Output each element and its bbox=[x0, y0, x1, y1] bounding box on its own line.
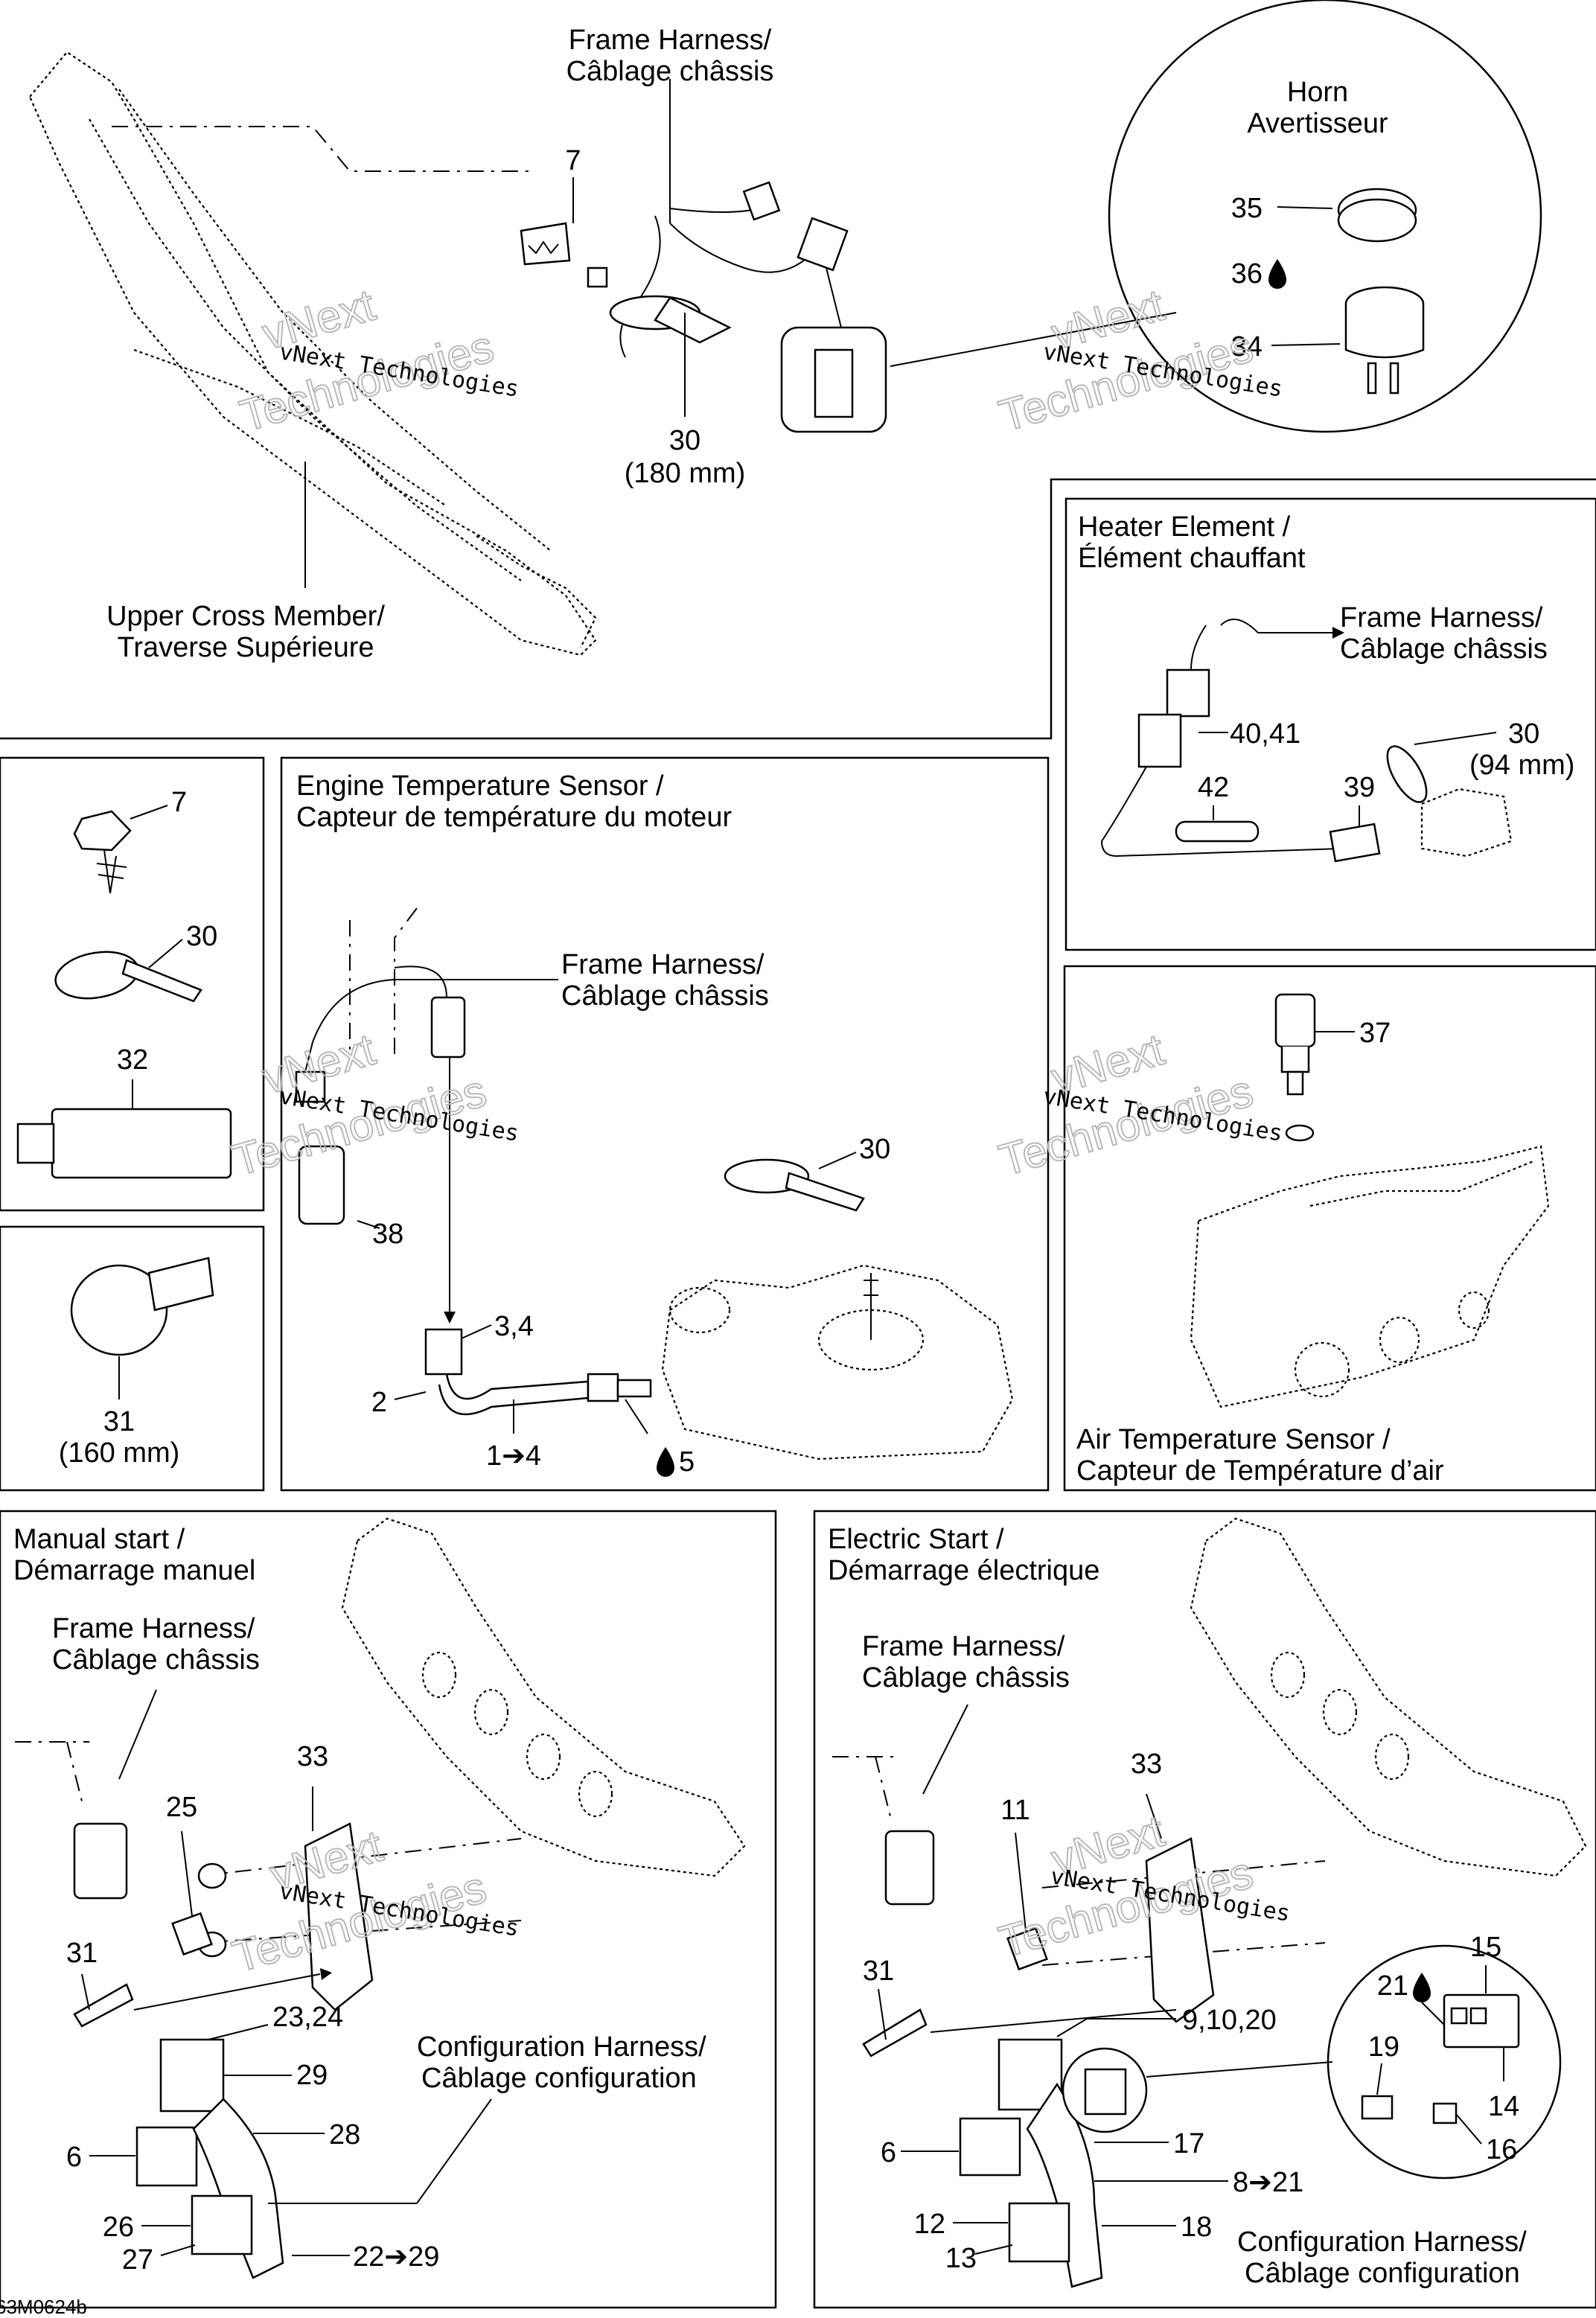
heater-title-1: Heater Element / bbox=[1078, 511, 1291, 543]
callout-15: 15 bbox=[1470, 1932, 1501, 1963]
section-frames bbox=[0, 478, 1596, 2309]
callout-42: 42 bbox=[1198, 772, 1229, 803]
callout-26: 26 bbox=[103, 2212, 134, 2243]
screw-7-top bbox=[520, 222, 608, 288]
callout-27: 27 bbox=[122, 2244, 153, 2276]
callout-31-hardware-size: (160 mm) bbox=[59, 1437, 180, 1469]
callout-40-41: 40,41 bbox=[1230, 718, 1300, 750]
manual-start-section: Manual start / Démarrage manuel Frame Ha… bbox=[13, 1517, 746, 2279]
callout-39: 39 bbox=[1344, 772, 1375, 803]
callout-17: 17 bbox=[1173, 2128, 1204, 2159]
heater-frame-harness-1: Frame Harness/ bbox=[1340, 602, 1543, 633]
manual-start-title-1: Manual start / bbox=[13, 1524, 185, 1555]
electric-config-harness-1: Configuration Harness/ bbox=[1237, 2226, 1527, 2258]
callout-28: 28 bbox=[329, 2119, 360, 2151]
callout-19: 19 bbox=[1368, 2031, 1399, 2063]
callout-30-size-top: (180 mm) bbox=[625, 458, 746, 489]
callout-8-21: 8➔21 bbox=[1233, 2167, 1303, 2198]
manual-frame-harness-1: Frame Harness/ bbox=[52, 1613, 255, 1644]
diagram-code: 63M0624b bbox=[0, 2296, 87, 2318]
oil-drop-icon bbox=[657, 1447, 674, 1477]
callout-18: 18 bbox=[1181, 2212, 1212, 2243]
callout-30-heater-size: (94 mm) bbox=[1469, 750, 1574, 781]
callout-31-hardware: 31 bbox=[103, 1406, 135, 1437]
callout-2: 2 bbox=[371, 1387, 387, 1418]
manual-frame-harness-2: Câblage châssis bbox=[52, 1644, 260, 1676]
engine-temp-title-1: Engine Temperature Sensor / bbox=[296, 770, 664, 802]
engine-temp-section: Engine Temperature Sensor / Capteur de t… bbox=[295, 770, 1014, 1478]
callout-30-top: 30 bbox=[669, 425, 700, 456]
callout-13: 13 bbox=[945, 2243, 977, 2274]
callout-31-manual: 31 bbox=[66, 1938, 98, 1969]
horn-title-2: Avertisseur bbox=[1247, 108, 1388, 139]
callout-36: 36 bbox=[1231, 258, 1263, 290]
frame-harness-label-top-1: Frame Harness/ bbox=[569, 25, 772, 56]
electric-frame-harness-1: Frame Harness/ bbox=[862, 1631, 1065, 1662]
callout-7-hardware: 7 bbox=[171, 787, 187, 818]
callout-12: 12 bbox=[914, 2209, 945, 2240]
callout-29: 29 bbox=[296, 2060, 328, 2091]
air-temp-section: 37 Air Temperature Sensor / Capteur de T… bbox=[1076, 993, 1550, 1487]
callout-30-engine: 30 bbox=[859, 1134, 890, 1165]
callout-6-manual: 6 bbox=[66, 2142, 82, 2173]
callout-23-24: 23,24 bbox=[272, 2002, 343, 2033]
callout-21: 21 bbox=[1377, 1970, 1408, 2002]
upper-cross-member-label-2: Traverse Supérieure bbox=[118, 632, 374, 663]
heater-frame-harness-2: Câblage châssis bbox=[1340, 633, 1548, 665]
heater-element-section: Heater Element / Élément chauffant Frame… bbox=[1078, 511, 1574, 863]
horn-detail: Horn Avertisseur 35 36 34 bbox=[890, 0, 1542, 433]
callout-34: 34 bbox=[1231, 331, 1263, 363]
frame-harness-drawing bbox=[609, 181, 887, 433]
electric-config-harness-2: Câblage configuration bbox=[1245, 2258, 1520, 2289]
upper-cross-member-label-1: Upper Cross Member/ bbox=[106, 601, 385, 632]
air-temp-title-1: Air Temperature Sensor / bbox=[1076, 1424, 1391, 1455]
callout-22-29: 22➔29 bbox=[353, 2241, 439, 2273]
manual-config-harness-2: Câblage configuration bbox=[421, 2063, 697, 2094]
electric-start-title-2: Démarrage électrique bbox=[828, 1555, 1099, 1586]
electric-start-section: Electric Start / Démarrage électrique Fr… bbox=[828, 1517, 1587, 2289]
air-temp-title-2: Capteur de Température d’air bbox=[1076, 1455, 1444, 1487]
oil-drop-icon bbox=[1413, 1973, 1431, 2002]
callout-30-hardware: 30 bbox=[186, 921, 217, 952]
upper-cross-member-drawing bbox=[28, 51, 597, 657]
callout-31-electric: 31 bbox=[863, 1955, 894, 1987]
oil-drop-icon bbox=[1268, 259, 1286, 289]
callout-37: 37 bbox=[1359, 1018, 1391, 1049]
callout-6-electric: 6 bbox=[881, 2137, 896, 2168]
frame-harness-label-top-2: Câblage châssis bbox=[566, 56, 774, 87]
electric-start-title-1: Electric Start / bbox=[828, 1524, 1004, 1555]
engine-frame-harness-1: Frame Harness/ bbox=[561, 949, 765, 980]
engine-frame-harness-2: Câblage châssis bbox=[561, 980, 769, 1012]
callout-3-4: 3,4 bbox=[494, 1311, 534, 1342]
callout-25: 25 bbox=[166, 1792, 197, 1823]
callout-7: 7 bbox=[565, 145, 581, 176]
callout-11: 11 bbox=[1000, 1795, 1030, 1826]
callout-32: 32 bbox=[117, 1044, 148, 1076]
horn-title-1: Horn bbox=[1287, 77, 1348, 108]
callout-9-10-20: 9,10,20 bbox=[1182, 2005, 1277, 2036]
callout-33-manual: 33 bbox=[297, 1741, 328, 1772]
callout-1-4: 1➔4 bbox=[486, 1440, 541, 1472]
callout-38: 38 bbox=[372, 1219, 403, 1250]
hardware-section: 7 30 32 31 (160 mm) bbox=[16, 787, 232, 1469]
callout-33-electric: 33 bbox=[1131, 1749, 1162, 1780]
fuse-detail: 15 21 19 14 16 bbox=[1327, 1932, 1562, 2180]
electric-frame-harness-2: Câblage châssis bbox=[862, 1662, 1070, 1693]
manual-start-title-2: Démarrage manuel bbox=[13, 1555, 255, 1586]
engine-temp-title-2: Capteur de température du moteur bbox=[296, 802, 732, 833]
callout-30-heater: 30 bbox=[1508, 718, 1539, 750]
manual-config-harness-1: Configuration Harness/ bbox=[417, 2031, 706, 2063]
heater-title-2: Élément chauffant bbox=[1078, 542, 1306, 574]
callout-5: 5 bbox=[679, 1446, 695, 1478]
callout-14: 14 bbox=[1488, 2091, 1519, 2122]
callout-16: 16 bbox=[1486, 2134, 1517, 2165]
callout-35: 35 bbox=[1231, 193, 1263, 224]
